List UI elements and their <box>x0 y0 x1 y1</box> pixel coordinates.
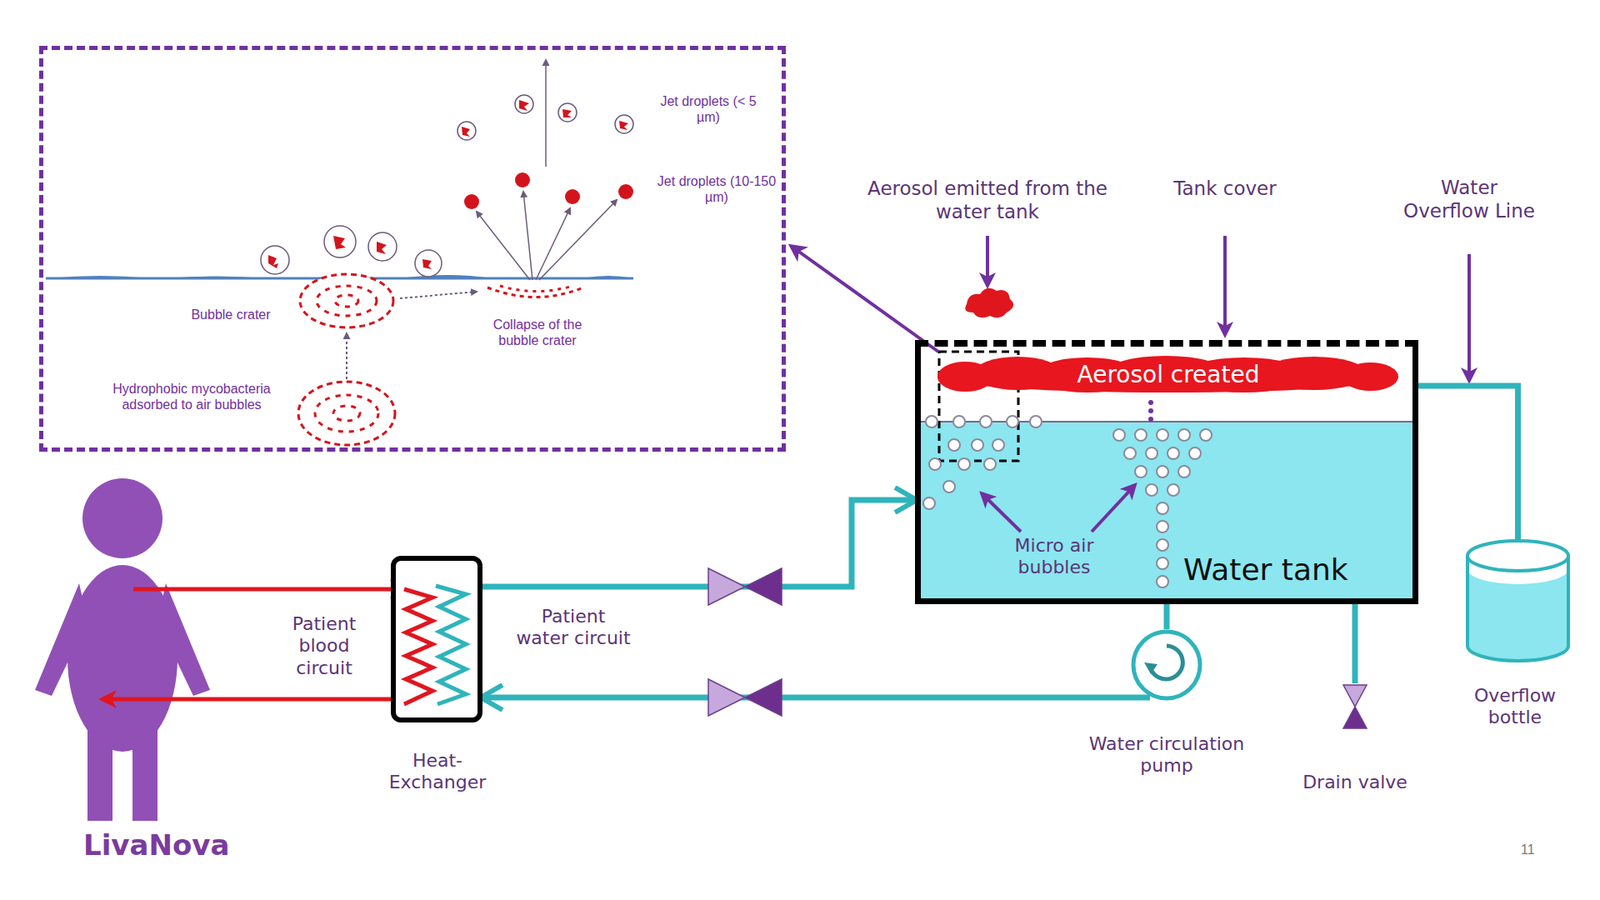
circulation-pump: Water circulation pump <box>1130 629 1203 701</box>
bottle-rim <box>1467 540 1569 571</box>
water-pipe <box>482 695 1150 701</box>
valve-top <box>1343 685 1367 707</box>
rising-dot <box>1148 408 1154 414</box>
rising-dot <box>1148 416 1154 422</box>
air-bubble <box>943 480 955 493</box>
air-bubble <box>923 497 935 510</box>
callout-label: Aerosol emitted from the water tank <box>841 177 1134 224</box>
node-label: Water tank <box>1183 551 1409 588</box>
air-bubble <box>1156 539 1169 551</box>
air-bubble <box>984 458 996 470</box>
air-bubble <box>1006 415 1019 428</box>
water-pipe <box>1164 604 1170 630</box>
air-bubble <box>1145 447 1158 460</box>
node-label: Micro air bubbles <box>979 535 1130 580</box>
air-bubble <box>1113 429 1125 441</box>
node-label: Water circulation pump <box>1083 733 1250 778</box>
pump-rotor <box>1150 645 1183 680</box>
water-pipe <box>482 500 915 587</box>
air-bubble <box>992 439 1005 451</box>
air-bubble <box>925 415 938 428</box>
callout-label: Tank cover <box>1166 177 1284 201</box>
air-bubble <box>929 458 941 470</box>
water-coil <box>435 585 466 705</box>
pump-rotor-head <box>1144 662 1158 675</box>
heat-exchanger: Heat-Exchanger <box>390 555 483 723</box>
air-bubble <box>971 439 984 451</box>
air-bubble <box>1030 415 1042 428</box>
air-bubble <box>1124 447 1136 460</box>
air-bubble <box>1178 429 1190 441</box>
pointer-arrow <box>790 245 939 352</box>
node-label: Heat-Exchanger <box>375 750 500 795</box>
drain-valve: Drain valve <box>1341 683 1369 730</box>
air-bubble <box>1167 484 1180 496</box>
bottle-water <box>1467 569 1569 661</box>
air-bubble <box>1135 429 1147 441</box>
inset-label: Jet droplets (< 5 µm) <box>658 93 759 125</box>
callout-label: Patient blood circuit <box>270 613 379 680</box>
air-bubble <box>1167 447 1180 460</box>
node-label: Drain valve <box>1296 771 1414 794</box>
air-bubble <box>1200 429 1212 441</box>
inset-label: Collapse of the bubble crater <box>479 316 596 349</box>
air-bubble <box>1156 465 1169 478</box>
aerosol-cloud: Aerosol created <box>939 356 1398 394</box>
air-bubble <box>1156 575 1169 588</box>
air-bubble <box>1145 484 1158 496</box>
inset-label: Bubble crater <box>168 306 294 323</box>
overflow-bottle: Overflow bottle <box>1464 535 1572 664</box>
valve-symbol <box>1341 683 1369 730</box>
pump-symbol <box>1130 629 1203 701</box>
logo-text: LivaNova <box>83 828 267 863</box>
air-bubble <box>1156 502 1169 515</box>
inset-label: Hydrophobic mycobacteria adsorbed to air… <box>104 380 280 413</box>
callout-label: Patient water circuit <box>515 605 632 650</box>
valve-bottom <box>1343 706 1367 729</box>
inset-label: Jet droplets (10-150 µm) <box>654 173 780 205</box>
air-bubble <box>1156 429 1169 441</box>
exchanger-coils <box>395 560 478 718</box>
pump-body <box>1133 631 1200 699</box>
blood-coil <box>404 589 433 705</box>
air-bubble <box>958 458 970 470</box>
air-bubble <box>953 415 965 428</box>
bottle-shape <box>1464 535 1572 664</box>
water-pipe <box>1418 385 1519 556</box>
air-bubble <box>1189 447 1201 460</box>
air-bubble <box>948 439 960 451</box>
water-tank: Water tank Micro air bubbles Aerosol creat… <box>915 340 1419 605</box>
node-label: Aerosol created <box>939 360 1398 390</box>
air-bubble <box>980 415 992 428</box>
rising-dot <box>1148 400 1154 405</box>
callout-label: Water Overflow Line <box>1398 176 1540 223</box>
inset-panel: Jet droplets (< 5 µm) Jet droplets (10-15… <box>39 45 786 452</box>
node-label: Overflow bottle <box>1452 685 1578 730</box>
page-number: 11 <box>1520 841 1555 858</box>
air-bubble <box>1156 520 1169 533</box>
air-bubble <box>1156 557 1169 570</box>
air-bubble <box>1178 465 1190 478</box>
air-bubble <box>1135 465 1147 478</box>
water-pipe <box>1352 604 1359 684</box>
